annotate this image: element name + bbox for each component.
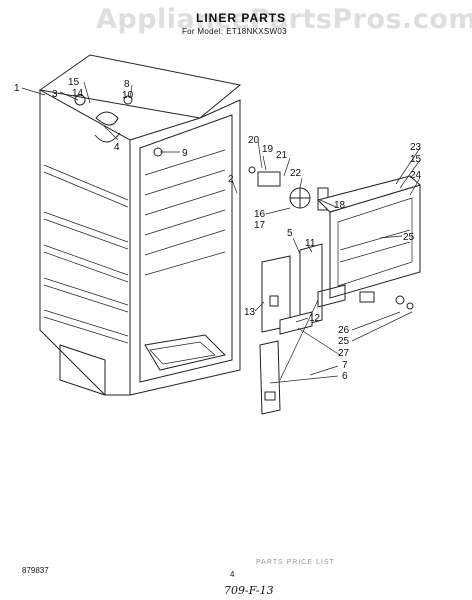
callout: 8 [124, 79, 130, 90]
callout: 25 [338, 336, 350, 347]
callout: 22 [290, 168, 302, 179]
callout-labels: 1 3 15 14 8 10 4 9 2 20 19 21 22 18 16 1… [14, 77, 422, 382]
callout: 27 [338, 348, 350, 359]
callout: 9 [182, 148, 188, 159]
callout: 21 [276, 150, 288, 161]
housing-top-rail [317, 175, 421, 213]
callout: 26 [338, 325, 350, 336]
duct-clip [279, 311, 313, 335]
callout: 23 [410, 142, 422, 153]
control-housing [317, 175, 421, 310]
liner-cabinet [38, 54, 242, 396]
model-line: For Model:ET18NKXSW03 [182, 27, 287, 36]
model-label: For Model: [182, 27, 224, 36]
liner-shelf-ridges [144, 149, 226, 276]
callout: 1 [14, 83, 20, 94]
callout: 19 [262, 144, 274, 155]
page-title: LINER PARTS [196, 11, 287, 25]
callout: 10 [122, 90, 134, 101]
callout: 12 [309, 313, 321, 324]
handwritten-note: 709-F-13 [224, 584, 274, 597]
callout: 15 [410, 154, 422, 165]
document-number: 879837 [22, 566, 49, 575]
model-number: ET18NKXSW03 [226, 27, 287, 36]
lower-panels [259, 311, 313, 415]
leader-lines [21, 81, 421, 384]
page-number: 4 [230, 570, 235, 579]
liner-opening [139, 114, 233, 383]
liner-bottom-recess [59, 344, 106, 396]
callout: 13 [244, 307, 256, 318]
control-knob [359, 291, 375, 303]
liner-top [38, 54, 242, 119]
thermostat-bracket [317, 284, 346, 308]
liner-side-ribs [43, 164, 129, 344]
top-bracket [95, 111, 119, 126]
callout: 5 [287, 228, 293, 239]
callout: 15 [68, 77, 80, 88]
callout: 11 [305, 238, 316, 249]
callout: 16 [254, 209, 266, 220]
callout: 25 [403, 232, 415, 243]
callout: 24 [410, 170, 422, 181]
liner-front-frame [129, 99, 241, 396]
liner-left-side [39, 89, 131, 396]
fan-assembly [248, 166, 329, 211]
callout: 18 [334, 200, 346, 211]
callout: 7 [342, 360, 348, 371]
callout: 17 [254, 220, 266, 231]
fan-motor [257, 171, 281, 187]
duct-panel [299, 243, 323, 327]
callout: 20 [248, 135, 260, 146]
watermark: AppliancePartsPros.com [96, 4, 472, 35]
top-fitting [74, 94, 86, 106]
callout: 3 [52, 89, 58, 100]
callout: 2 [228, 174, 234, 185]
liner-crisper-area [144, 334, 226, 371]
lower-duct-panel [259, 340, 281, 415]
callout: 14 [72, 88, 84, 99]
air-duct [261, 243, 323, 333]
callout: 4 [114, 142, 120, 153]
callout: 6 [342, 371, 348, 382]
footer-faint-text: PARTS PRICE LIST [256, 559, 335, 566]
